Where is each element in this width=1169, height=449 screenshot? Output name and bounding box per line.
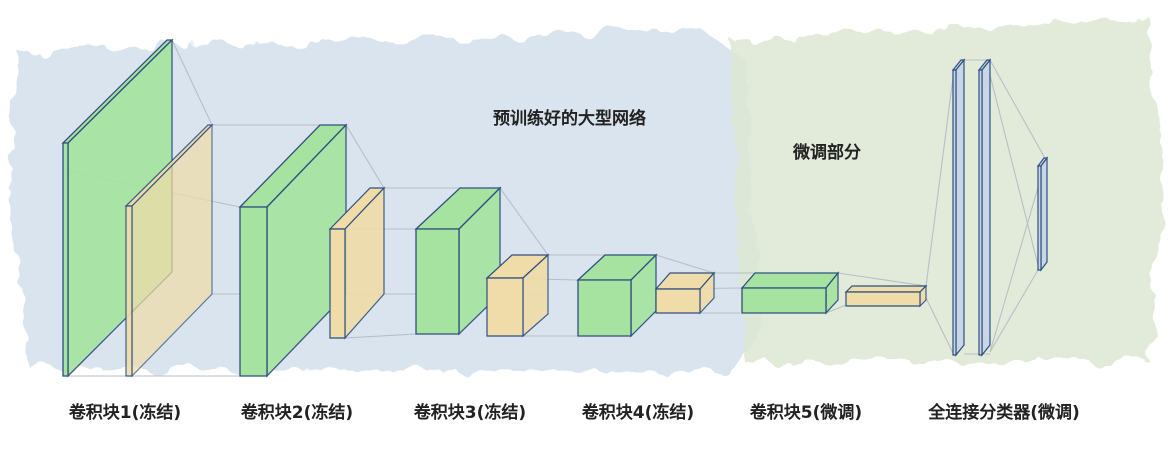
conv-block-1	[61, 38, 214, 378]
conv-block-5-pool-map	[844, 284, 928, 308]
fc-output-layer	[1036, 156, 1049, 272]
finetune-region-label: 微调部分	[793, 143, 861, 163]
conv-block-3	[414, 186, 550, 338]
conv-block-2	[238, 123, 386, 378]
conv-block-5-label: 卷积块5(微调)	[749, 403, 863, 423]
conv-block-5-feature-map	[740, 271, 840, 315]
fc-classifier-label: 全连接分类器(微调)	[928, 403, 1080, 423]
fc-classifier	[951, 58, 1049, 357]
conv-block-2-feature-map	[238, 123, 348, 378]
conv-block-4-label: 卷积块4(冻结)	[581, 403, 695, 423]
conv-block-4	[576, 253, 716, 338]
conv-block-4-pool-map	[654, 271, 716, 315]
conv-block-3-label: 卷积块3(冻结)	[413, 403, 527, 423]
conv-block-1-label: 卷积块1(冻结)	[68, 403, 182, 423]
pretrained-region-label: 预训练好的大型网络	[493, 109, 646, 129]
conv-block-1-pool-map	[124, 123, 214, 378]
fc-layer-1	[951, 58, 966, 357]
conv-block-5	[740, 271, 928, 315]
conv-block-3-pool-map	[485, 253, 550, 338]
conv-block-2-label: 卷积块2(冻结)	[240, 403, 354, 423]
conv-block-4-feature-map	[576, 253, 658, 338]
fc-layer-2	[977, 58, 992, 357]
conv-block-2-pool-map	[328, 186, 386, 340]
